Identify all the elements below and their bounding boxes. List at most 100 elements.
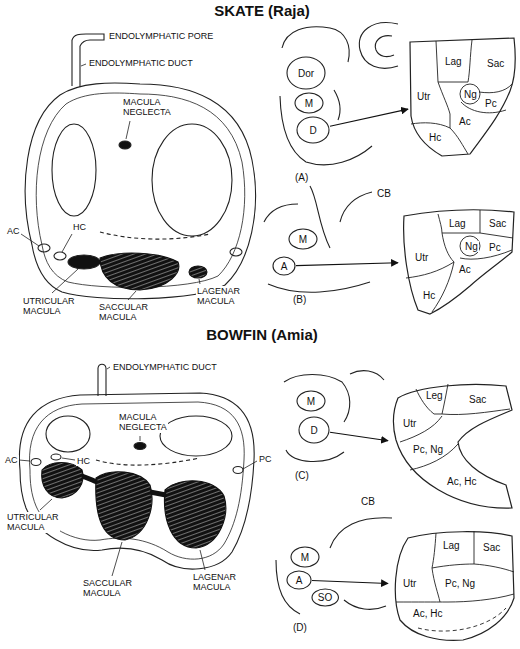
region-label: Ac, Hc xyxy=(412,608,443,619)
region-boundary xyxy=(468,40,472,82)
map-outline xyxy=(410,38,515,156)
region-label: Sac xyxy=(486,58,505,69)
nucleus-label: M xyxy=(300,552,310,563)
figure-title: SKATE (Raja) xyxy=(213,2,311,19)
region-boundary xyxy=(474,531,475,564)
region-boundary xyxy=(442,233,454,262)
macula-neglecta xyxy=(134,443,146,450)
nucleus-outline: M xyxy=(296,390,326,412)
region-boundary xyxy=(480,210,481,233)
projection-arrow xyxy=(312,581,388,584)
structure-label: PC xyxy=(258,454,273,464)
structure-label: HC xyxy=(76,456,91,466)
map-outline xyxy=(395,532,514,641)
brain-section-outline xyxy=(334,90,340,120)
nucleus-ellipse xyxy=(273,257,295,275)
macula-link xyxy=(82,476,166,495)
region-label: Sac xyxy=(468,394,487,405)
macula-projection-map: LegSacUtrPc, NgAc, Hc xyxy=(388,380,516,520)
nucleus-label: A xyxy=(280,261,289,272)
brain-section-outline xyxy=(280,96,372,165)
region-boundary xyxy=(480,233,513,238)
region-boundary xyxy=(432,564,514,572)
node-shape xyxy=(388,380,516,520)
region-boundary xyxy=(432,533,436,568)
nucleus-outline: Dor xyxy=(286,56,326,90)
region-label: Leg xyxy=(425,390,444,401)
macula-neglecta xyxy=(119,141,131,149)
endolymphatic-pore xyxy=(72,34,104,46)
region-boundary xyxy=(442,233,480,234)
labyrinth-outline xyxy=(19,393,254,569)
region-boundary xyxy=(410,444,458,470)
structure-label: MACULA NEGLECTA xyxy=(118,412,168,433)
brain-section-outline xyxy=(340,192,372,222)
region-boundary xyxy=(479,84,512,93)
saccular-macula xyxy=(96,472,152,540)
horizontal-canal xyxy=(96,458,200,465)
brain-section-outline xyxy=(359,23,398,69)
nucleus-outline: SO xyxy=(311,588,339,607)
macula-projection-map: LagSacUtrNgPcAcHc xyxy=(408,36,518,158)
canal-loop xyxy=(160,416,232,456)
nucleus-outline: M xyxy=(290,546,320,568)
nucleus-label: D xyxy=(309,425,318,436)
map-outline xyxy=(404,210,514,314)
leader-line xyxy=(21,64,200,300)
figure-title: BOWFIN (Amia) xyxy=(205,326,319,343)
region-label: Lag xyxy=(448,218,467,229)
region-boundary xyxy=(438,82,450,114)
ampulla xyxy=(31,459,41,466)
nucleus-label: SO xyxy=(317,592,333,603)
region-label: Utr xyxy=(416,91,431,102)
nucleus-outline: A xyxy=(286,570,312,590)
nucleus-ellipse xyxy=(291,547,319,567)
utricular-macula xyxy=(42,463,83,499)
nucleus-outline: D xyxy=(296,116,330,144)
structure-label: SACCULAR MACULA xyxy=(82,578,133,599)
region-boundary xyxy=(460,236,480,256)
nucleus-label: D xyxy=(308,125,317,136)
region-label: Ac xyxy=(458,264,472,275)
region-boundary xyxy=(436,41,438,82)
nucleus-ellipse xyxy=(287,571,311,589)
brain-section-outline xyxy=(264,204,298,222)
nucleus-outline: M xyxy=(288,228,318,250)
structure-label: AC xyxy=(4,455,19,465)
panel-label: (B) xyxy=(292,294,307,306)
canal-loop xyxy=(152,124,232,236)
structure-label: ENDOLYMPHATIC PORE xyxy=(108,31,214,41)
panel-label: CB xyxy=(360,496,376,508)
lagenar-macula xyxy=(189,266,207,278)
nucleus-label: Dor xyxy=(297,68,315,79)
region-label: Hc xyxy=(422,290,436,301)
region-label: Ac, Hc xyxy=(446,476,477,487)
nucleus-ellipse xyxy=(299,417,329,443)
ampulla xyxy=(233,467,243,474)
region-label: Ng xyxy=(464,241,479,252)
endolymphatic-duct xyxy=(98,364,106,396)
region-boundary xyxy=(411,123,450,128)
nucleus-ellipse xyxy=(287,57,325,89)
macula-projection-map: LagSacUtrPc, NgAc, Hc xyxy=(388,528,516,644)
horizontal-canal xyxy=(100,232,210,239)
leader-line xyxy=(19,367,257,576)
region-label: Pc, Ng xyxy=(412,444,444,455)
nucleus-outline: D xyxy=(298,416,330,444)
structure-label: HC xyxy=(72,222,87,232)
panel-label: (C) xyxy=(294,470,310,482)
region-label: Ac xyxy=(458,116,472,127)
macula-projection-map: LagSacUtrNgPcAcHc xyxy=(398,206,516,316)
structure-label: ENDOLYMPHATIC DUCT xyxy=(112,362,218,372)
endolymphatic-duct xyxy=(72,40,80,87)
brain-section-outline xyxy=(284,375,350,423)
nucleus-ellipse xyxy=(295,93,323,113)
nucleus-outline: A xyxy=(272,256,296,276)
lagenar-macula xyxy=(164,481,225,548)
nucleus-label: A xyxy=(295,575,304,586)
region-boundary xyxy=(396,594,514,602)
brain-section-outline xyxy=(330,518,392,548)
region-label: Ng xyxy=(463,89,478,100)
structure-label: ENDOLYMPHATIC DUCT xyxy=(88,58,194,68)
